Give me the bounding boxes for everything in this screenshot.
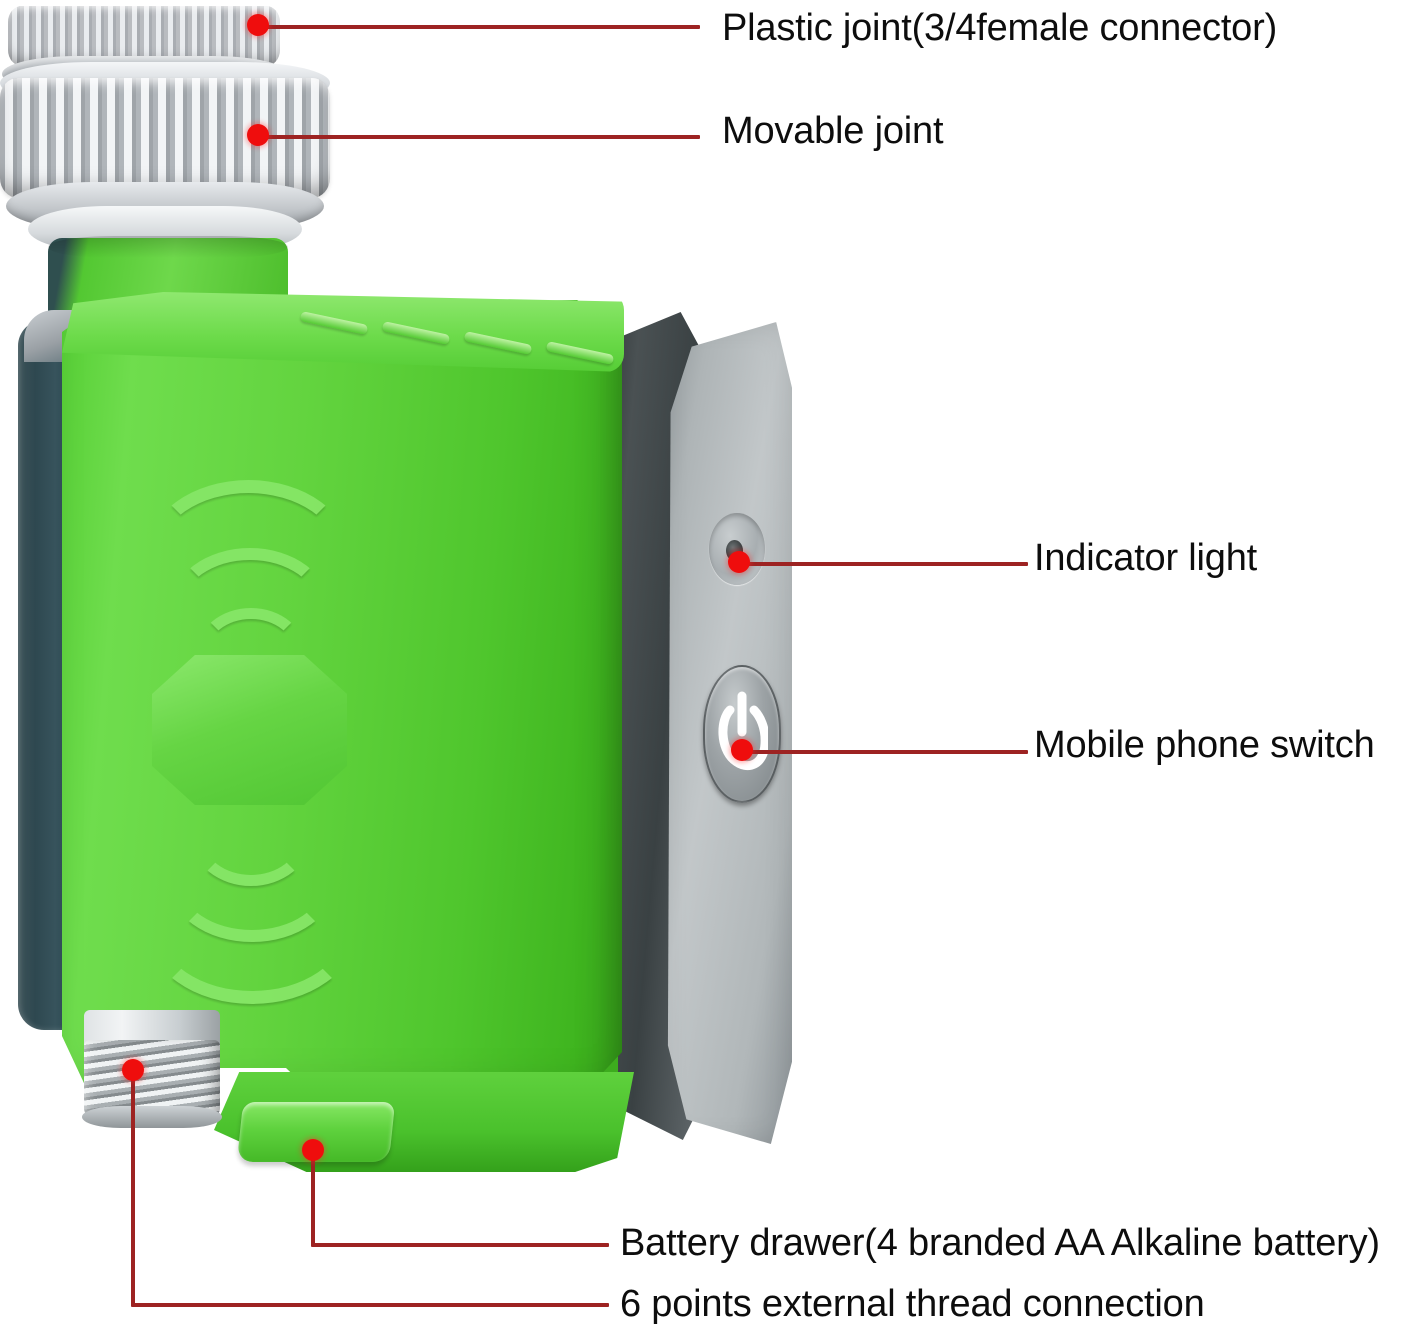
leader-dot-movable-joint <box>247 124 269 146</box>
leader-dot-battery-drawer <box>302 1139 324 1161</box>
callout-label-plastic-joint: Plastic joint(3/4female connector) <box>722 7 1278 49</box>
leader-dot-mobile-phone-switch <box>731 739 753 761</box>
callout-label-indicator-light: Indicator light <box>1034 537 1258 579</box>
leader-line-thread-connection-vertical <box>131 1070 135 1306</box>
outlet-rim <box>82 1106 222 1128</box>
leader-dot-indicator-light <box>728 551 750 573</box>
leader-line-movable-joint <box>258 135 700 139</box>
callout-label-mobile-phone-switch: Mobile phone switch <box>1034 724 1375 766</box>
leader-line-mobile-phone-switch <box>748 750 1028 754</box>
leader-line-plastic-joint <box>258 25 700 29</box>
green-neck-shadow <box>48 236 288 258</box>
octagon-emblem <box>152 655 347 805</box>
leader-line-battery-drawer-vertical <box>311 1150 315 1246</box>
callout-label-thread-connection: 6 points external thread connection <box>620 1283 1205 1325</box>
callout-label-movable-joint: Movable joint <box>722 110 944 152</box>
external-thread-outlet <box>84 1040 220 1118</box>
leader-dot-plastic-joint <box>247 14 269 36</box>
signal-wave-arc-6 <box>146 852 358 1004</box>
callout-label-battery-drawer: Battery drawer(4 branded AA Alkaline bat… <box>620 1222 1380 1264</box>
leader-line-indicator-light <box>745 562 1028 566</box>
leader-dot-thread-connection <box>122 1059 144 1081</box>
leader-line-thread-connection-horizontal <box>131 1303 609 1307</box>
leader-line-battery-drawer-horizontal <box>311 1243 609 1247</box>
product-illustration <box>0 6 792 1172</box>
power-icon <box>718 691 768 770</box>
signal-wave-arc-3 <box>196 608 306 700</box>
